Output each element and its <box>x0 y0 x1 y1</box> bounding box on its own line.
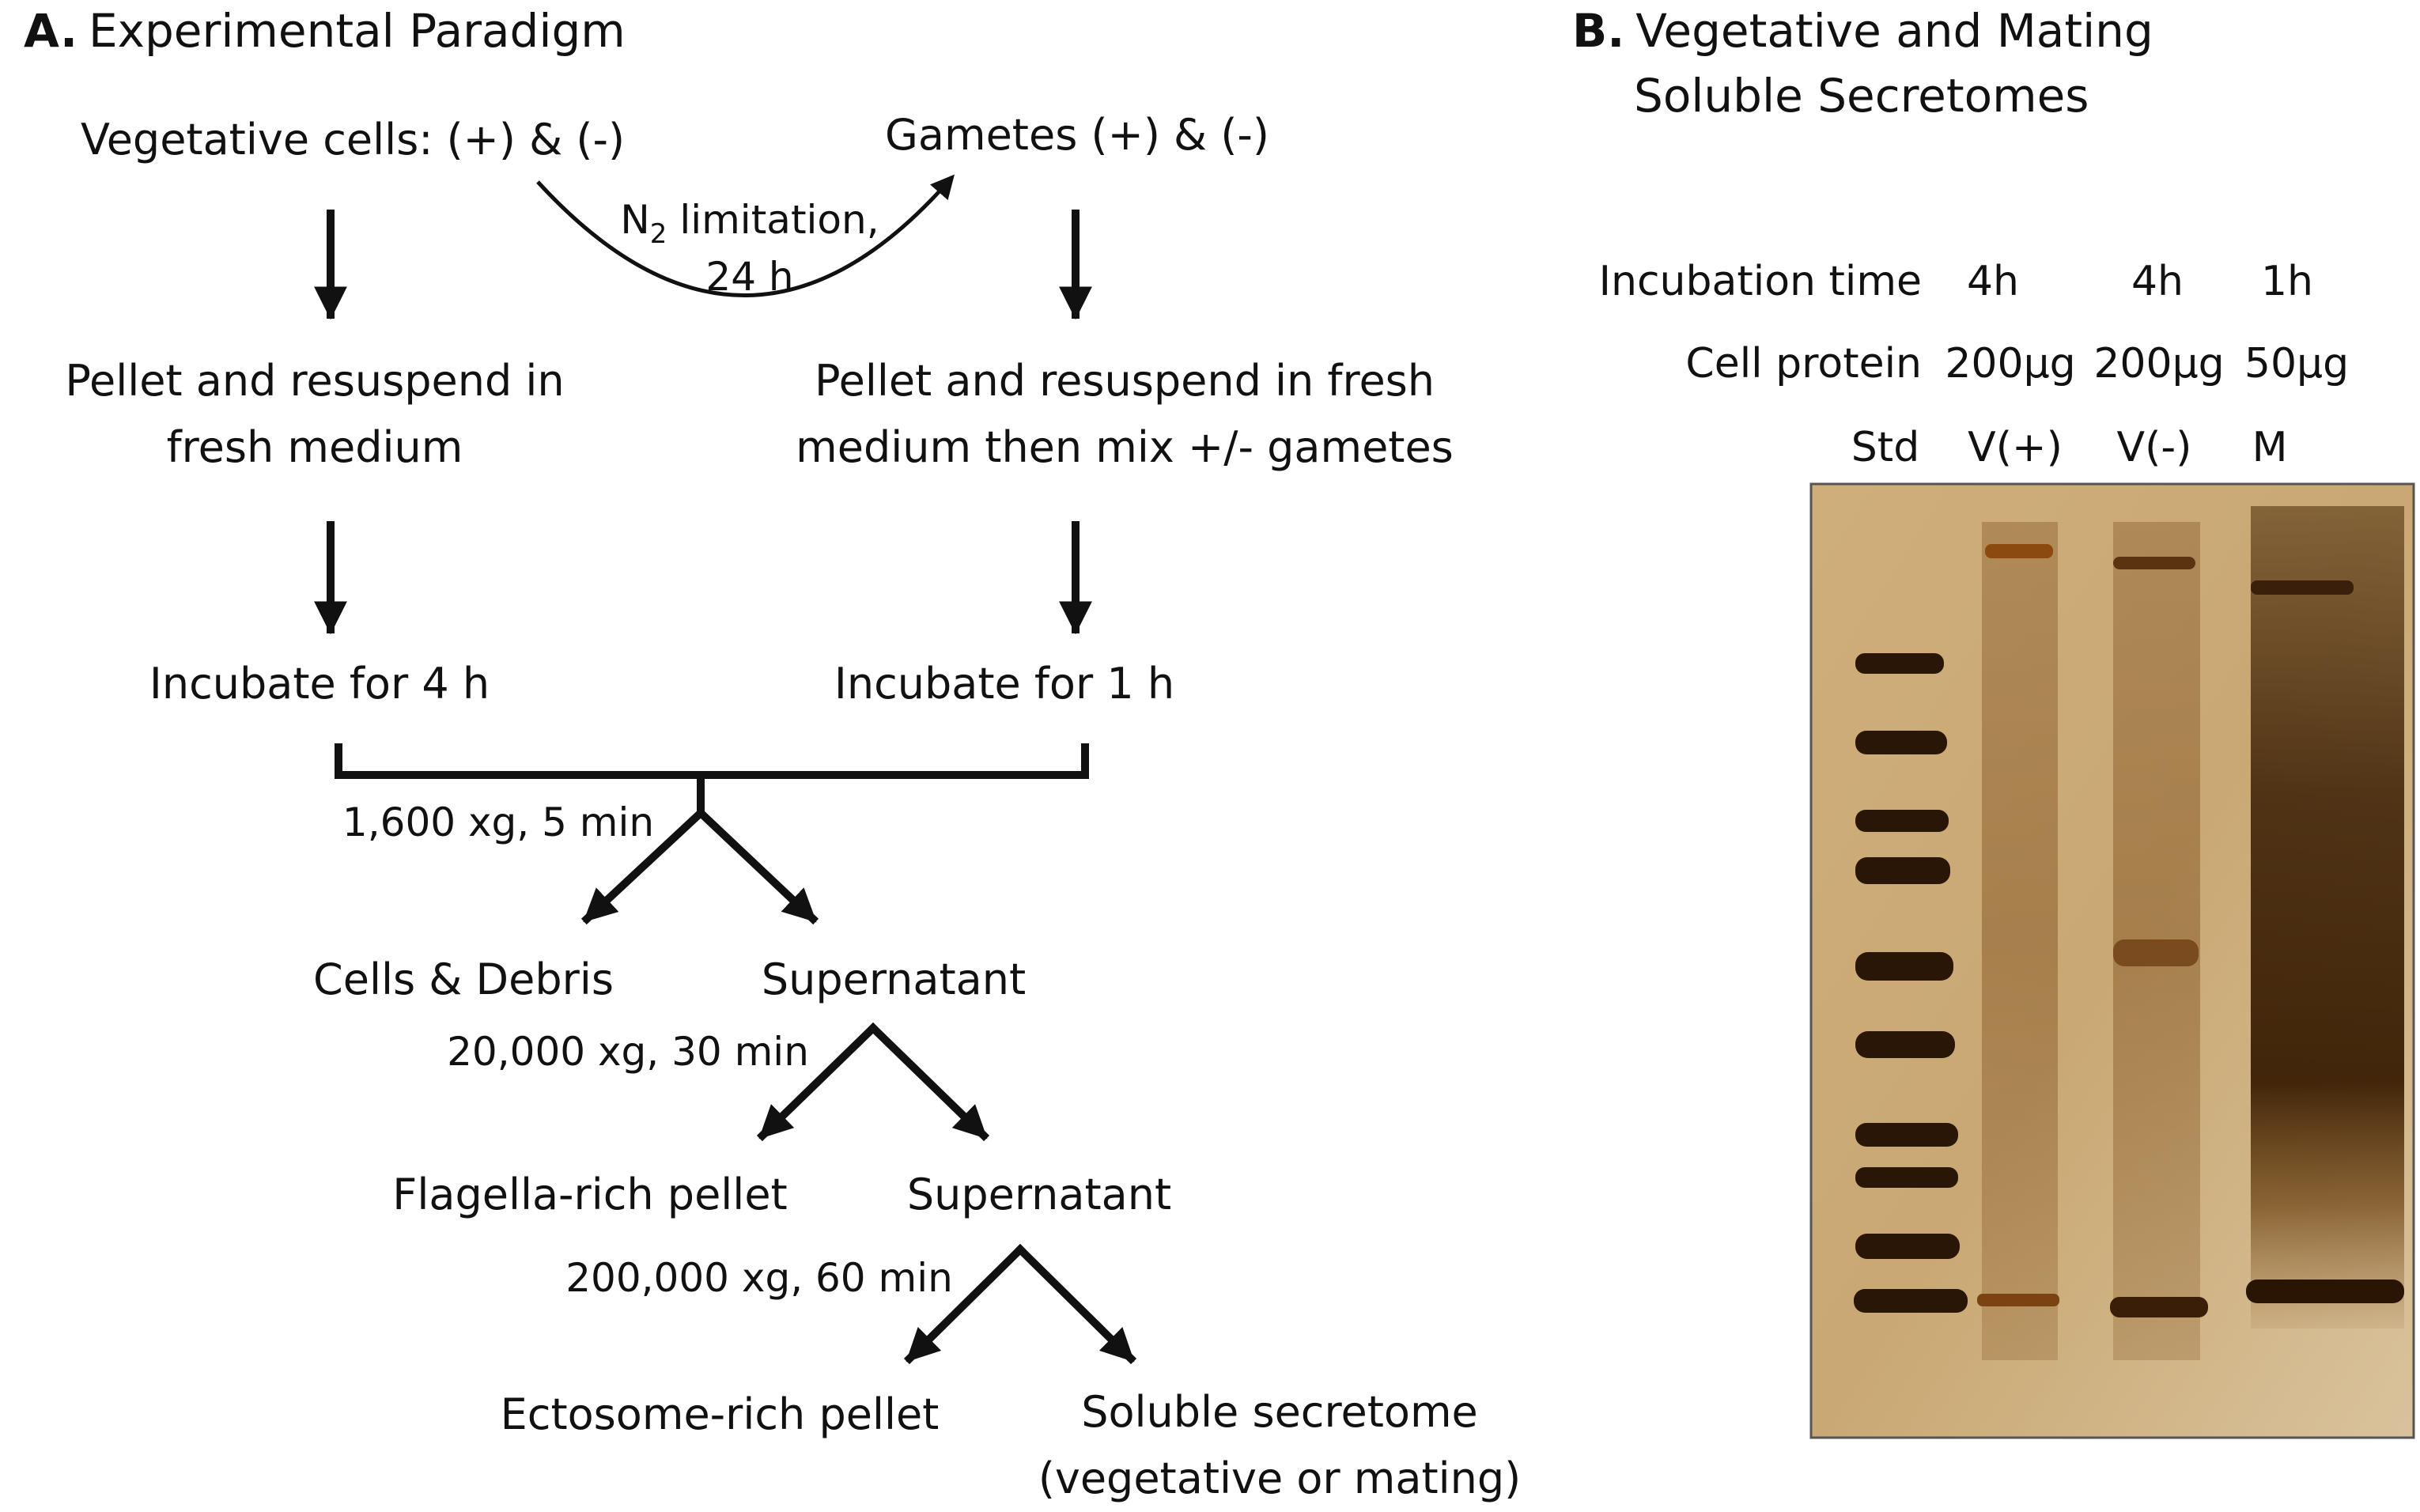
lane-m-smear <box>2251 506 2404 1329</box>
spin-1600-label: 1,600 xg, 5 min <box>342 799 655 845</box>
soluble-line1: Soluble secretome <box>1081 1387 1478 1437</box>
std-band-6 <box>1855 1031 1955 1058</box>
panel-b-title-line2: Soluble Secretomes <box>1634 69 2089 123</box>
std-band-5 <box>1855 952 1953 981</box>
arrow-to-soluble-secretome <box>1014 1243 1137 1365</box>
lane-vminus-protein: 200µg <box>2093 340 2225 387</box>
pellet-resuspend-right: Pellet and resuspend in fresh medium then… <box>796 348 1454 481</box>
std-band-10 <box>1854 1289 1968 1313</box>
panel-b-letter: B. <box>1572 4 1625 58</box>
pellet-right-line2: medium then mix +/- gametes <box>796 422 1454 472</box>
soluble-secretome-label: Soluble secretome (vegetative or mating) <box>1038 1379 1521 1512</box>
lane-std-label: Std <box>1851 424 1920 471</box>
incubate-1h-label: Incubate for 1 h <box>834 659 1175 709</box>
std-band-2 <box>1855 731 1947 754</box>
lane-vminus-band-mid <box>2113 939 2199 966</box>
std-band-7 <box>1855 1123 1958 1147</box>
lane-vplus-band-lower <box>1977 1294 2059 1306</box>
panel-b-title-line1: Vegetative and Mating <box>1635 4 2153 58</box>
arrow-to-flagella-pellet <box>756 1022 879 1142</box>
pellet-resuspend-left: Pellet and resuspend in fresh medium <box>65 348 564 481</box>
panel-b-title: B.Vegetative and Mating <box>1572 5 2153 58</box>
merge-bracket <box>335 743 1089 779</box>
pellet-left-line2: fresh medium <box>166 422 463 472</box>
lane-vminus-label: V(-) <box>2116 424 2192 471</box>
lane-vminus-well-band <box>2113 557 2195 569</box>
n2-symbol: N <box>620 197 650 243</box>
panel-a-letter: A. <box>24 4 78 58</box>
panel-a-title-text: Experimental Paradigm <box>89 4 626 58</box>
lane-vplus-label: V(+) <box>1968 424 2063 471</box>
lane-m-well-band <box>2251 580 2354 595</box>
panel-a-title: A.Experimental Paradigm <box>24 5 626 58</box>
cells-debris-label: Cells & Debris <box>313 954 614 1004</box>
incubate-4h-label: Incubate for 4 h <box>149 659 490 709</box>
ectosome-pellet-label: Ectosome-rich pellet <box>500 1389 940 1439</box>
arrow-to-cells-debris <box>580 807 707 925</box>
lane-vminus-incubation: 4h <box>2131 258 2184 305</box>
spin-200000-label: 200,000 xg, 60 min <box>565 1255 953 1301</box>
flagella-pellet-label: Flagella-rich pellet <box>392 1170 788 1219</box>
std-band-3 <box>1855 810 1949 832</box>
lane-vminus-band-lower <box>2110 1297 2208 1317</box>
arrow-to-supernatant-1 <box>694 807 819 925</box>
supernatant-1-label: Supernatant <box>761 954 1027 1004</box>
std-band-1 <box>1855 653 1944 674</box>
gametes-label: Gametes (+) & (-) <box>885 110 1269 160</box>
pellet-right-line1: Pellet and resuspend in fresh <box>814 356 1435 406</box>
arrow-to-supernatant-2 <box>867 1022 990 1142</box>
std-band-4 <box>1855 857 1950 884</box>
soluble-line2: (vegetative or mating) <box>1038 1453 1522 1503</box>
lane-m-incubation: 1h <box>2260 258 2314 305</box>
supernatant-2-label: Supernatant <box>906 1170 1172 1219</box>
n2-subscript: 2 <box>649 218 667 250</box>
lane-m-band-lower <box>2246 1280 2404 1303</box>
incubation-time-label: Incubation time <box>1598 258 1922 305</box>
lane-m-label: M <box>2252 424 2288 471</box>
vegetative-cells-label: Vegetative cells: (+) & (-) <box>80 115 626 164</box>
n2-limitation-text: limitation, <box>667 197 879 243</box>
cell-protein-label: Cell protein <box>1685 340 1922 387</box>
spin-20000-label: 20,000 xg, 30 min <box>447 1029 809 1075</box>
pellet-left-line1: Pellet and resuspend in <box>65 356 565 406</box>
lane-vplus-well-band <box>1985 544 2053 558</box>
lane-vplus-protein: 200µg <box>1945 340 2076 387</box>
lane-vplus-smear <box>1982 522 2058 1360</box>
lane-vplus-incubation: 4h <box>1966 258 2020 305</box>
arrow-to-ectosome-pellet <box>903 1243 1027 1365</box>
lane-m-protein: 50µg <box>2244 340 2350 387</box>
n2-limitation-label: N2 limitation, <box>620 197 879 250</box>
std-band-8 <box>1855 1167 1958 1188</box>
std-band-9 <box>1855 1234 1960 1259</box>
arrow-n2-limitation <box>536 174 955 297</box>
